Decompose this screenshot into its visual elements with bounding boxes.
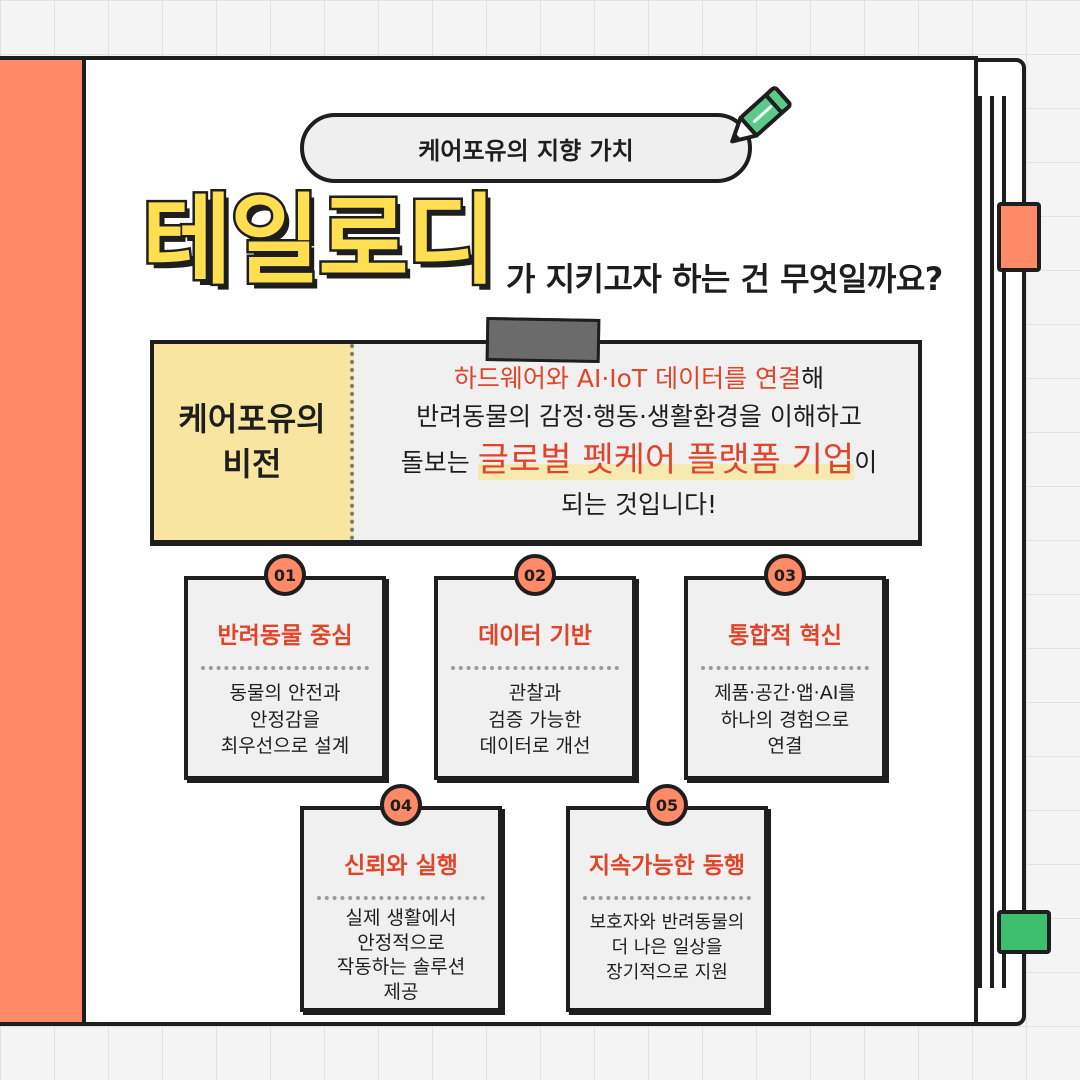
brand-title: 테일로디 — [140, 184, 500, 298]
vision-line-3-pre: 돌보는 — [400, 448, 478, 478]
value-card-5: 지속가능한 동행 보호자와 반려동물의 더 나은 일상을 장기적으로 지원 — [566, 806, 768, 1012]
dotted-divider — [201, 666, 369, 670]
desc-line: 장기적으로 지원 — [606, 962, 728, 984]
vision-line-2: 반려동물의 감정·행동·생활환경을 이해하고 — [416, 401, 862, 431]
value-number-badge: 05 — [646, 784, 688, 826]
value-number-badge: 02 — [514, 554, 556, 596]
desc-line: 제공 — [383, 981, 419, 1004]
desc-line: 보호자와 반려동물의 — [589, 912, 745, 933]
value-title: 데이터 기반 — [478, 623, 592, 649]
vision-line-1-rest: 해 — [801, 364, 825, 394]
vision-box: 케어포유의 비전 하드웨어와 AI·IoT 데이터를 연결해 반려동물의 감정·… — [150, 340, 922, 544]
bookmark-tab-green — [997, 910, 1051, 954]
vision-label-line2: 비전 — [222, 445, 282, 483]
vision-line-3: 돌보는 글로벌 펫케어 플랫폼 기업이 — [401, 435, 877, 486]
value-card-3: 통합적 혁신 제품·공간·앱·AI를 하나의 경험으로 연결 — [684, 576, 886, 780]
value-title: 신뢰와 실행 — [344, 853, 458, 879]
vision-highlight-2: 글로벌 펫케어 플랫폼 기업 — [477, 440, 855, 481]
masking-tape — [485, 317, 601, 363]
value-card-2: 데이터 기반 관찰과 검증 가능한 데이터로 개선 — [434, 576, 636, 780]
dotted-divider — [583, 896, 751, 900]
header-pill: 케어포유의 지향 가치 — [300, 113, 752, 183]
desc-line: 실제 생활에서 — [345, 907, 457, 929]
header-pill-text: 케어포유의 지향 가치 — [418, 136, 634, 165]
dotted-divider — [451, 666, 619, 670]
vision-line-4: 되는 것입니다! — [561, 490, 717, 520]
value-number-badge: 03 — [764, 554, 806, 596]
value-description: 관찰과 검증 가능한 데이터로 개선 — [480, 680, 591, 760]
vision-statement: 하드웨어와 AI·IoT 데이터를 연결해 반려동물의 감정·행동·생활환경을 … — [354, 344, 918, 540]
value-title: 통합적 혁신 — [728, 623, 842, 649]
desc-line: 안정감을 — [250, 708, 320, 731]
desc-line: 동물의 안전과 — [229, 682, 341, 704]
value-description: 실제 생활에서 안정적으로 작동하는 솔루션 제공 — [337, 906, 465, 1005]
dotted-divider — [701, 666, 869, 670]
desc-line: 더 나은 일상을 — [611, 937, 723, 959]
notebook-cover — [0, 56, 86, 1026]
desc-line: 데이터로 개선 — [479, 735, 591, 758]
desc-line: 검증 가능한 — [488, 708, 582, 731]
desc-line: 최우선으로 설계 — [220, 735, 350, 758]
bookmark-tab-orange — [997, 202, 1041, 272]
value-card-1: 반려동물 중심 동물의 안전과 안정감을 최우선으로 설계 — [184, 576, 386, 780]
value-title: 반려동물 중심 — [217, 623, 353, 649]
title-suffix: 가 지키고자 하는 건 무엇일까요? — [506, 260, 943, 298]
desc-line: 연결 — [767, 735, 803, 758]
value-title: 지속가능한 동행 — [588, 853, 746, 879]
value-card-4: 신뢰와 실행 실제 생활에서 안정적으로 작동하는 솔루션 제공 — [300, 806, 502, 1012]
desc-line: 안정적으로 — [357, 931, 445, 954]
vision-highlight-1: 하드웨어와 AI·IoT 데이터를 연결 — [453, 364, 802, 394]
vision-line-3-post: 이 — [854, 448, 878, 478]
desc-line: 제품·공간·앱·AI를 — [714, 682, 856, 704]
value-description: 제품·공간·앱·AI를 하나의 경험으로 연결 — [714, 680, 856, 760]
vision-line-1: 하드웨어와 AI·IoT 데이터를 연결해 — [454, 360, 824, 398]
desc-line: 하나의 경험으로 — [720, 708, 850, 731]
value-number-badge: 01 — [264, 554, 306, 596]
desc-line: 관찰과 — [508, 682, 562, 704]
pencil-icon — [730, 86, 792, 144]
value-description: 보호자와 반려동물의 더 나은 일상을 장기적으로 지원 — [590, 910, 745, 986]
vision-label: 케어포유의 비전 — [154, 344, 354, 540]
desc-line: 작동하는 솔루션 — [336, 956, 466, 979]
value-description: 동물의 안전과 안정감을 최우선으로 설계 — [221, 680, 349, 760]
vision-label-line1: 케어포유의 — [178, 400, 326, 439]
value-number-badge: 04 — [380, 784, 422, 826]
dotted-divider — [317, 896, 485, 900]
